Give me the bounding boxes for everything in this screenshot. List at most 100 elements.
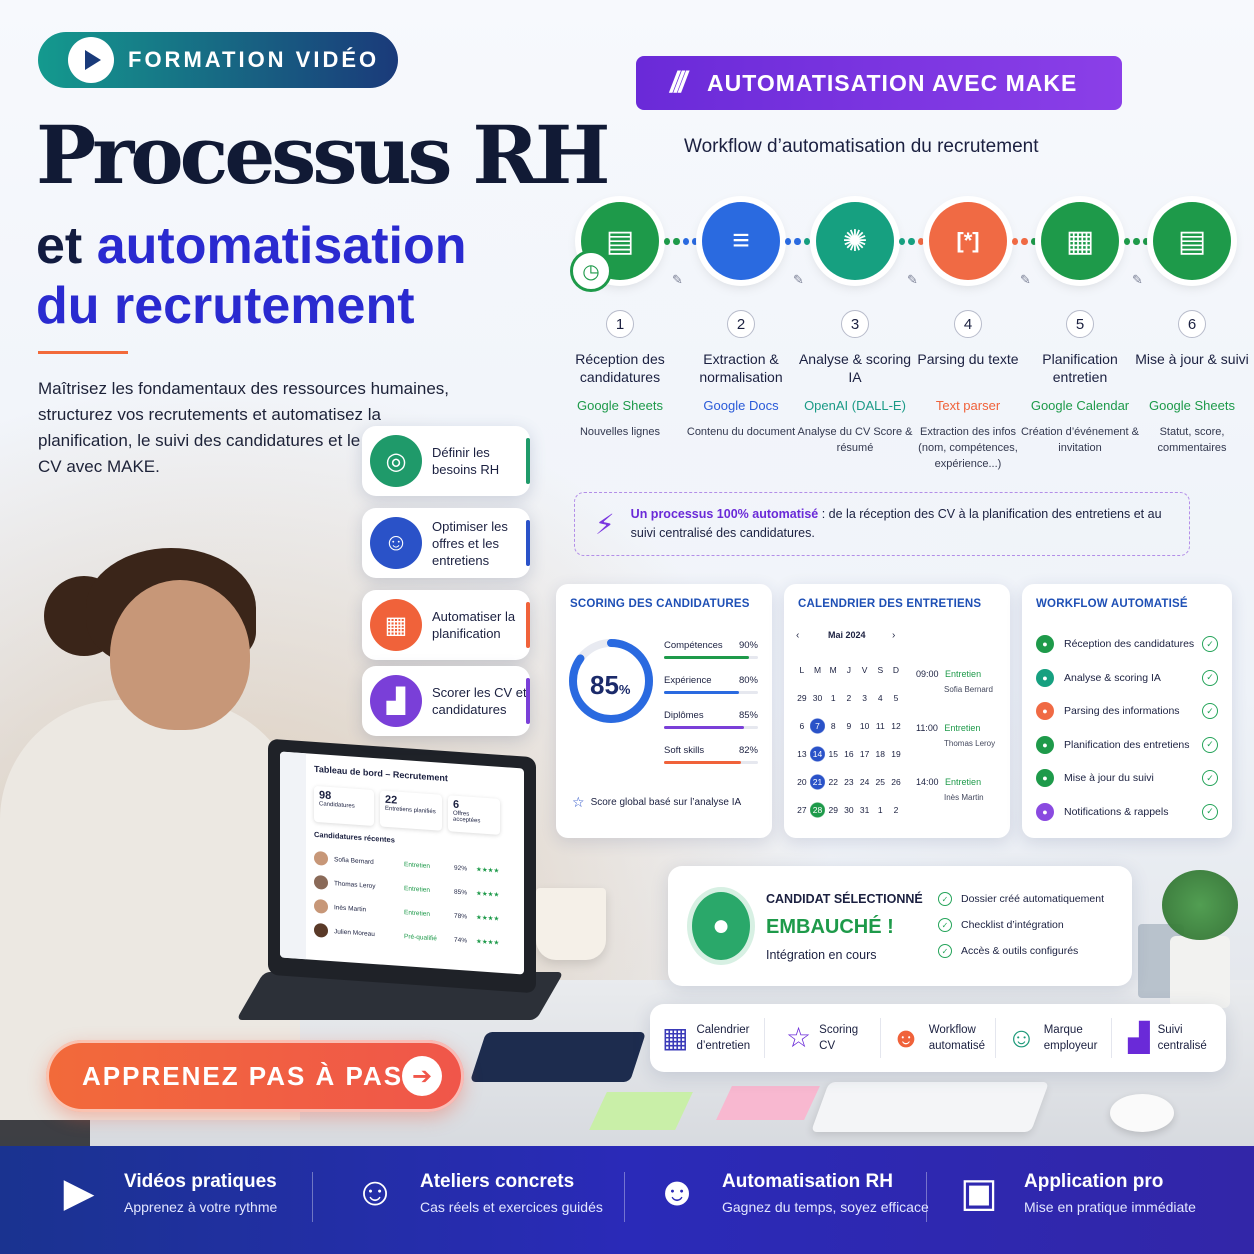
stars-icon: ★★★★: [476, 890, 500, 899]
calendar-day[interactable]: 15: [828, 749, 838, 759]
subtitle-part-accent: automatisation: [96, 217, 467, 275]
calendar-day[interactable]: 17: [859, 749, 870, 759]
calendar-day[interactable]: 10: [859, 721, 870, 731]
step-icon: ●: [1036, 702, 1054, 720]
check-icon: ✓: [1202, 703, 1218, 719]
strip-item-calendrier[interactable]: ▦Calendrier d’entretien: [650, 1018, 766, 1058]
calendar-day[interactable]: 25: [875, 777, 886, 787]
calendar-day[interactable]: 5: [893, 693, 899, 703]
score-track: [664, 761, 758, 764]
score-row-label: Soft skills: [664, 745, 705, 756]
strip-item-marque[interactable]: ☺Marque employeur: [996, 1018, 1112, 1058]
wrench-icon: ✎: [1020, 272, 1031, 287]
calendar-day[interactable]: 24: [859, 777, 870, 787]
calendar-day[interactable]: 6: [799, 721, 805, 731]
step-label: Mise à jour & suivi: [1135, 351, 1249, 367]
accent-divider: [38, 351, 128, 354]
step-detail: Nouvelles lignes: [579, 426, 661, 438]
calendar-day[interactable]: 26: [891, 777, 901, 787]
calendar-day: S: [877, 665, 884, 675]
step-icon: ●: [1036, 735, 1054, 754]
strip-item-workflow[interactable]: ☻Workflow automatisé: [881, 1018, 997, 1058]
step-tool: Google Docs: [703, 398, 779, 413]
calendar-day[interactable]: 18: [875, 749, 886, 759]
calendar-day[interactable]: 7: [809, 716, 826, 744]
hired-sub: Intégration en cours: [766, 948, 877, 962]
strip-item-scoring[interactable]: ☆Scoring CV: [765, 1018, 881, 1058]
wrench-icon: ✎: [1132, 272, 1143, 287]
event-type: Entretien: [945, 669, 982, 679]
coffee-mug: [536, 888, 606, 960]
calendar-day: J: [846, 665, 852, 675]
chevron-right-icon[interactable]: ›: [892, 630, 896, 641]
calendar-day[interactable]: 4: [877, 693, 883, 703]
calendar-day[interactable]: 1: [877, 805, 883, 815]
calendar-day[interactable]: 1: [830, 693, 836, 703]
footer-title: Ateliers concrets: [420, 1170, 575, 1192]
badge-make-label: AUTOMATISATION AVEC MAKE: [707, 69, 1078, 96]
check-icon: ✓: [938, 918, 952, 932]
calendar-day[interactable]: 2: [846, 693, 852, 703]
calendar-day[interactable]: 9: [846, 721, 852, 731]
check-icon: ✓: [1202, 636, 1218, 652]
feature-label: Scorer les CV et candidatures: [432, 685, 527, 717]
calendar-day[interactable]: 12: [891, 721, 901, 731]
calendar-day[interactable]: 31: [859, 805, 870, 815]
strip-label: Scoring CV: [819, 1024, 859, 1052]
stat-card: 98 Candidatures: [314, 786, 374, 826]
calendar-day[interactable]: 30: [812, 693, 823, 703]
event-type: Entretien: [944, 723, 981, 733]
calendar-day[interactable]: 3: [862, 693, 867, 703]
feature-card-scoring[interactable]: ▟ Scorer les CV et candidatures: [362, 666, 530, 736]
row-score: 78%: [454, 912, 468, 921]
avatar: [314, 898, 328, 914]
workflow-row: ●Mise à jour du suivi✓: [1036, 768, 1218, 788]
stars-icon: ★★★★: [476, 914, 500, 923]
calendar-day[interactable]: 28: [809, 800, 826, 828]
strip-item-suivi[interactable]: ▟Suivi centralisé: [1112, 1018, 1226, 1058]
step-label: Parsing du texte: [917, 351, 1019, 367]
calendar-day[interactable]: 19: [891, 749, 901, 759]
plant: [1162, 870, 1238, 940]
play-icon: ▶: [63, 1171, 95, 1215]
stars-icon: ★★★★: [476, 866, 500, 875]
calendar-day[interactable]: 30: [844, 805, 854, 815]
avatar: [314, 850, 328, 866]
cta-button[interactable]: APPRENEZ PAS À PAS ➔: [46, 1040, 464, 1112]
briefcase-icon: ▣: [960, 1171, 998, 1215]
calendar-day[interactable]: 13: [797, 749, 807, 759]
feature-card-besoins[interactable]: ◎ Définir les besoins RH: [362, 426, 530, 496]
chevron-left-icon[interactable]: ‹: [796, 630, 800, 641]
calendar-day[interactable]: 27: [797, 805, 807, 815]
calendar-day[interactable]: 14: [809, 744, 826, 772]
calendar-day[interactable]: 8: [830, 721, 836, 731]
calendar-day[interactable]: 2: [893, 805, 899, 815]
footer-sub: Apprenez à votre rythme: [124, 1199, 278, 1215]
calendar-day[interactable]: 29: [828, 805, 838, 815]
stat-card: 6 Offres acceptées: [448, 795, 500, 835]
feature-card-offres[interactable]: ☺ Optimiser les offres et les entretiens: [362, 508, 530, 578]
connector-dots: [899, 237, 933, 245]
wrench-icon: ✎: [907, 272, 918, 287]
row-name: Inès Martin: [334, 903, 367, 913]
feature-card-planification[interactable]: ▦ Automatiser la planification: [362, 590, 530, 660]
calendar-day[interactable]: 29: [797, 693, 807, 703]
workflow-row: ●Parsing des informations✓: [1036, 701, 1218, 721]
calendar-day[interactable]: 20: [797, 777, 807, 787]
check-label: Checklist d’intégration: [961, 919, 1064, 931]
footer-sub: Gagnez du temps, soyez efficace: [722, 1198, 929, 1215]
calendar-day[interactable]: 11: [875, 721, 885, 731]
calendar-day[interactable]: 22: [828, 777, 838, 787]
calendar-day[interactable]: 23: [844, 777, 854, 787]
step-tool: Google Sheets: [576, 398, 663, 413]
calendar-day[interactable]: 16: [844, 749, 854, 759]
chart-icon: ▟: [370, 675, 422, 727]
calendar-day[interactable]: 21: [809, 772, 826, 800]
